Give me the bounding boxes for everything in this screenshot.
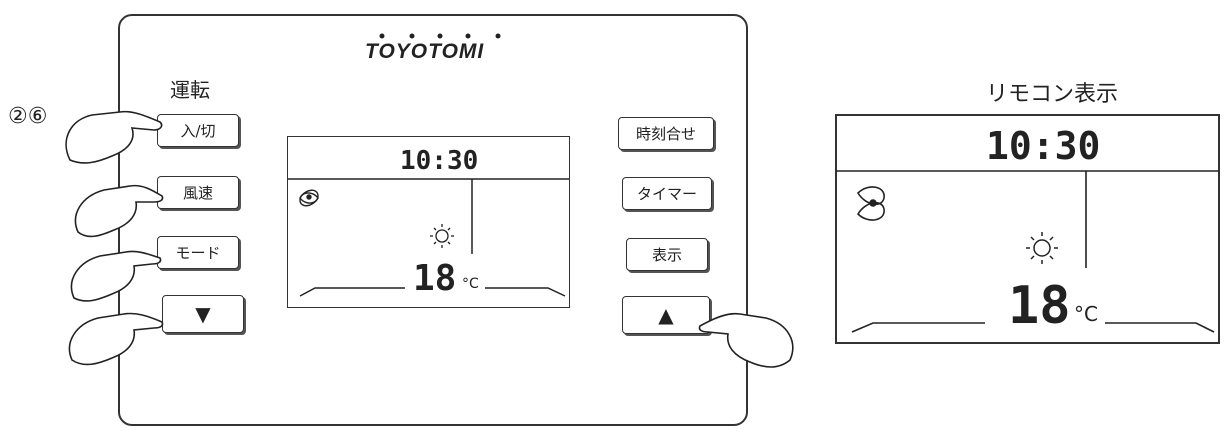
- clock-set-button[interactable]: 時刻合せ: [618, 117, 714, 150]
- display-button[interactable]: 表示: [626, 238, 708, 271]
- enlarged-sun-icon: [1026, 232, 1058, 264]
- timer-button[interactable]: タイマー: [622, 177, 712, 210]
- up-button[interactable]: ▲: [622, 296, 710, 334]
- enlarged-lcd-time: 10:30: [986, 124, 1101, 168]
- sun-icon: [430, 224, 454, 248]
- step-marker-power: ②⑥: [8, 104, 48, 129]
- remote-display-caption: リモコン表示: [986, 82, 1119, 107]
- run-label: 運転: [170, 78, 210, 102]
- enlarged-lcd: [835, 114, 1220, 344]
- enlarged-lcd-lines: [836, 170, 1219, 333]
- hand-down: [68, 312, 164, 366]
- brand-dots: [379, 33, 501, 39]
- pointing-hands: [65, 110, 794, 368]
- down-button[interactable]: ▼: [162, 295, 244, 333]
- hand-fan: [74, 184, 164, 238]
- fan-icon: [299, 189, 319, 207]
- hand-power: [65, 110, 163, 164]
- lcd-temperature-unit: °C: [462, 276, 479, 292]
- power-button[interactable]: 入/切: [157, 114, 239, 147]
- lcd-temperature: 18: [413, 258, 457, 299]
- remote-lcd-lines: [288, 178, 569, 297]
- enlarged-fan-icon: [856, 186, 885, 221]
- hand-mode: [70, 250, 162, 302]
- enlarged-lcd-temperature-unit: °C: [1074, 302, 1098, 326]
- hand-up: [698, 312, 794, 368]
- fan-speed-button[interactable]: 風速: [157, 176, 239, 209]
- lcd-time: 10:30: [400, 146, 479, 176]
- remote-lcd: [287, 136, 570, 308]
- enlarged-lcd-temperature: 18: [1008, 276, 1071, 336]
- brand-logo: TOYOTOMI: [365, 40, 485, 63]
- mode-button[interactable]: モード: [157, 236, 239, 269]
